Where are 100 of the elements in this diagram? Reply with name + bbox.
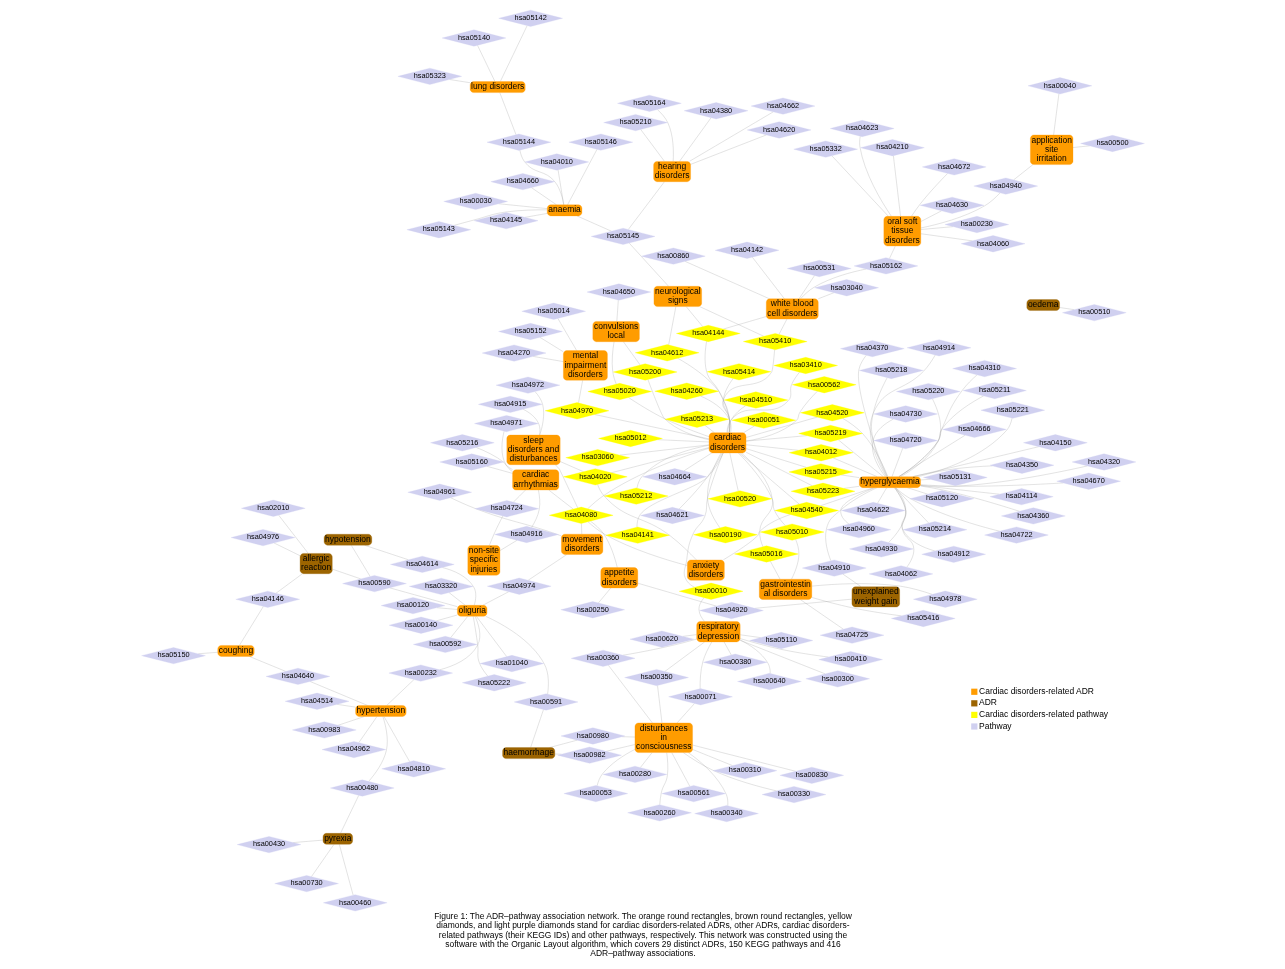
connector — [726, 405, 746, 433]
connector — [499, 539, 517, 551]
connector — [522, 408, 540, 435]
connector — [532, 355, 563, 362]
connector — [554, 464, 578, 508]
connector — [898, 374, 977, 477]
connector — [566, 148, 597, 205]
connector — [485, 615, 549, 694]
connector — [596, 483, 697, 560]
connector — [817, 292, 834, 299]
connector — [534, 391, 544, 435]
connector — [891, 447, 903, 477]
connector — [699, 395, 731, 433]
connector — [668, 306, 676, 345]
connector — [593, 413, 709, 439]
connector — [684, 260, 769, 299]
connector — [637, 582, 717, 606]
node-box: convulsions local — [592, 320, 640, 342]
connector — [476, 44, 495, 82]
node-box: anxiety disorders — [686, 559, 724, 580]
connector — [482, 591, 509, 605]
connector — [275, 573, 302, 593]
connector — [721, 349, 775, 433]
node-box-text: hypotension — [323, 533, 372, 545]
connector — [722, 377, 733, 433]
connector — [743, 425, 755, 433]
connector — [331, 568, 361, 579]
connector — [659, 751, 668, 805]
connector — [745, 447, 806, 468]
node-box: cardiac disorders — [708, 432, 746, 453]
connector — [704, 340, 730, 433]
connector — [910, 172, 948, 216]
connector — [888, 245, 895, 259]
connector — [723, 641, 731, 655]
connector — [920, 485, 1019, 511]
connector — [704, 424, 714, 433]
node-box: appetite disorders — [600, 567, 638, 588]
connector — [499, 92, 516, 135]
node-box: oliguria — [456, 604, 487, 616]
connector — [682, 633, 697, 636]
connector — [745, 390, 817, 441]
connector — [273, 542, 300, 556]
connector — [611, 341, 616, 384]
connector — [435, 614, 457, 621]
connector — [876, 487, 887, 503]
node-box: white blood cell disorders — [765, 298, 818, 319]
connector — [739, 639, 770, 674]
connector — [364, 544, 408, 560]
connector — [831, 155, 889, 216]
connector — [310, 843, 334, 877]
connector — [837, 439, 883, 477]
connector — [706, 452, 721, 528]
connector — [739, 639, 825, 674]
connector — [577, 379, 583, 403]
node-box: anaemia — [546, 204, 582, 216]
connector — [751, 256, 784, 299]
connector — [350, 544, 370, 577]
connector — [843, 485, 859, 489]
connector — [647, 378, 709, 440]
connector — [699, 306, 764, 336]
connector — [688, 111, 773, 161]
connector — [248, 655, 286, 671]
connector — [722, 513, 791, 560]
connector — [1072, 145, 1090, 148]
connector — [278, 514, 308, 553]
node-box-text: hypertension — [354, 704, 406, 717]
connector — [676, 702, 695, 723]
connector — [677, 357, 730, 433]
connector — [656, 684, 662, 723]
node-box: disturbances in consciousness — [634, 722, 693, 753]
connector — [530, 489, 540, 528]
connector — [699, 641, 712, 689]
connector — [472, 615, 488, 676]
connector — [893, 487, 935, 551]
connector — [738, 452, 799, 504]
connector — [450, 615, 468, 638]
connector — [539, 336, 563, 352]
connector — [729, 452, 738, 491]
connector — [799, 598, 843, 629]
connector — [501, 430, 513, 472]
connector — [811, 583, 932, 594]
connector — [622, 341, 640, 365]
connector — [548, 739, 577, 748]
node-box: sleep disorders and disturbances — [506, 434, 560, 465]
connector — [840, 474, 859, 478]
node-box: lung disorders — [469, 80, 525, 93]
connector — [888, 487, 906, 543]
connector — [664, 641, 705, 672]
connector — [557, 169, 564, 205]
connector — [1013, 164, 1033, 180]
connector — [596, 748, 635, 786]
node-box: oedema — [1026, 298, 1060, 311]
connector — [871, 418, 894, 477]
connector — [587, 521, 687, 566]
connector — [920, 478, 930, 480]
connector — [656, 108, 673, 161]
connector — [439, 615, 480, 670]
connector — [639, 752, 652, 768]
connector — [548, 489, 573, 509]
connector — [499, 25, 527, 82]
